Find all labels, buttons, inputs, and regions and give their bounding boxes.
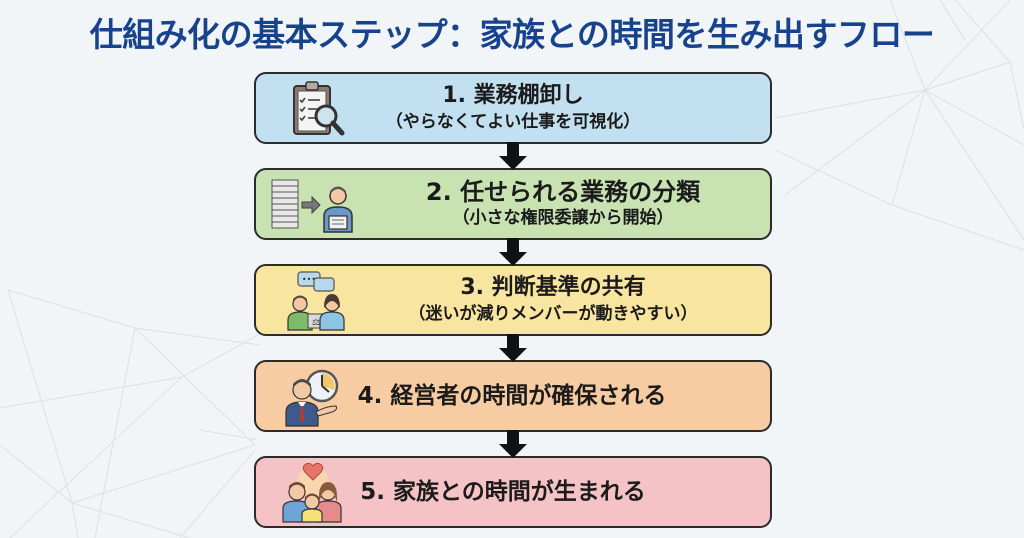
step-1-subtitle: （やらなくてよい仕事を可視化） [385,112,641,132]
step-5-box: 5. 家族との時間が生まれる [254,456,772,528]
executive-clock-icon [285,369,339,427]
step-2-box: 2. 任せられる業務の分類 （小さな権限委譲から開始） [254,168,772,240]
step-5-text: 5. 家族との時間が生まれる [344,458,662,526]
svg-text:•••: ••• [302,275,316,284]
down-arrow-icon [499,430,527,458]
step-2-text: 2. 任せられる業務の分類 （小さな権限委譲から開始） [356,170,770,238]
page-title: 仕組み化の基本ステップ：家族との時間を生み出すフロー [89,15,935,54]
step-3-box: ••• ⚖ 3. 判断基準の共有 （迷いが減りメンバーが動きやすい） [254,264,772,336]
down-arrow-icon [499,142,527,170]
documents-to-staff-icon [271,179,353,233]
step-3-text: 3. 判断基準の共有 （迷いが減りメンバーが動きやすい） [336,266,770,334]
svg-text:⚖: ⚖ [312,318,320,328]
step-4-text: 4. 経営者の時間が確保される [342,362,682,430]
step-4-box: 4. 経営者の時間が確保される [254,360,772,432]
down-arrow-icon [499,334,527,362]
step-4-title: 4. 経営者の時間が確保される [357,383,667,409]
step-5-title: 5. 家族との時間が生まれる [360,479,646,505]
step-2-title: 2. 任せられる業務の分類 [425,178,701,206]
family-heart-icon [282,462,342,523]
team-discussion-icon: ••• ⚖ [287,271,345,331]
step-1-box: 1. 業務棚卸し （やらなくてよい仕事を可視化） [254,72,772,144]
step-1-text: 1. 業務棚卸し （やらなくてよい仕事を可視化） [256,74,770,142]
clipboard-magnifier-icon [293,81,345,136]
down-arrow-icon [499,238,527,266]
step-3-title: 3. 判断基準の共有 [460,275,646,300]
step-3-subtitle: （迷いが減りメンバーが動きやすい） [408,304,698,324]
step-2-subtitle: （小さな権限委譲から開始） [452,208,674,228]
step-1-title: 1. 業務棚卸し [442,83,584,108]
